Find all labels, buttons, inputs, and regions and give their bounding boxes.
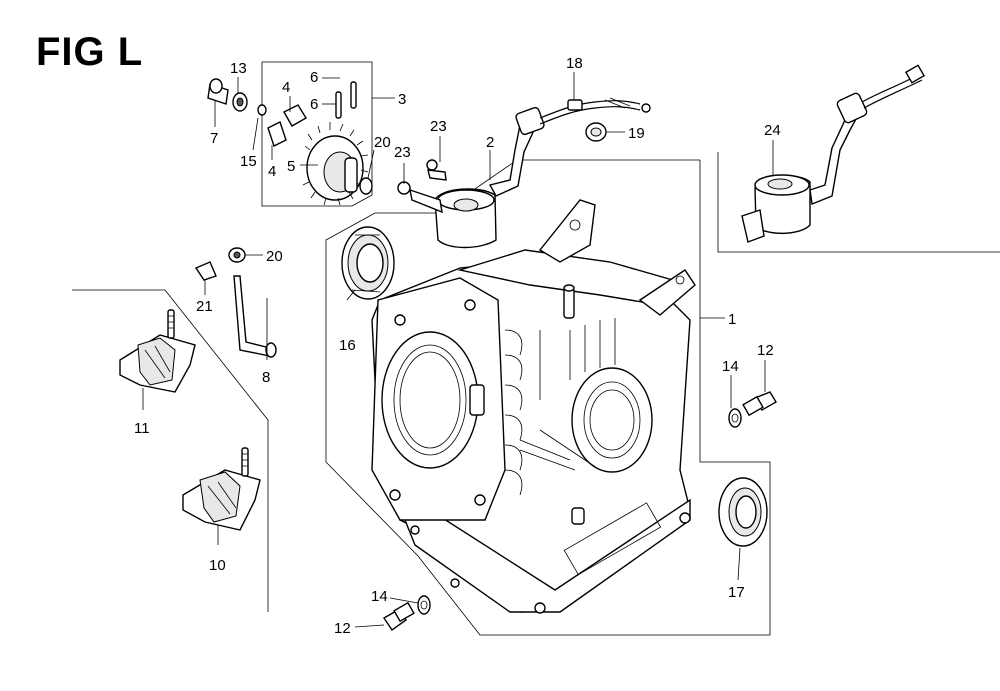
oil-line xyxy=(539,97,651,125)
callout-20-lower: 20 xyxy=(266,248,283,265)
callout-14-bottom: 14 xyxy=(371,588,388,605)
callout-12-right: 12 xyxy=(757,342,774,359)
engine-mount-10 xyxy=(182,447,261,531)
leader-lines xyxy=(142,72,774,628)
bolt-bottom xyxy=(383,595,431,631)
callout-labels: 1 2 3 4 4 5 6 6 7 8 10 11 12 12 13 14 14… xyxy=(134,55,781,637)
callout-10: 10 xyxy=(209,557,226,574)
bolt-right xyxy=(728,391,777,428)
callout-17: 17 xyxy=(728,584,745,601)
callout-4-upper: 4 xyxy=(282,79,290,96)
callout-1: 1 xyxy=(728,311,736,328)
figure-title: FIG L xyxy=(36,30,144,74)
callout-2: 2 xyxy=(486,134,494,151)
crankcase xyxy=(371,199,696,614)
callout-11: 11 xyxy=(134,420,150,437)
pump-small-parts xyxy=(207,78,357,147)
callout-24: 24 xyxy=(764,122,781,139)
callout-4-lower: 4 xyxy=(268,163,276,180)
callout-16: 16 xyxy=(339,337,356,354)
engine-mount-11 xyxy=(119,309,196,393)
oil-alert-unit xyxy=(741,64,926,243)
callout-14-right: 14 xyxy=(722,358,739,375)
callout-19: 19 xyxy=(628,125,645,142)
callout-23-upper: 23 xyxy=(430,118,447,135)
callout-15: 15 xyxy=(240,153,257,170)
breather-tube xyxy=(194,247,277,358)
engine-mount-frame xyxy=(72,289,269,612)
callout-6-upper: 6 xyxy=(310,69,318,86)
callout-3: 3 xyxy=(398,91,406,108)
bearing xyxy=(341,226,395,300)
callout-7: 7 xyxy=(210,130,218,147)
callout-20-upper: 20 xyxy=(374,134,391,151)
oil-alert-frame xyxy=(717,152,1000,253)
callout-18: 18 xyxy=(566,55,583,72)
callout-8: 8 xyxy=(262,369,270,386)
callout-21: 21 xyxy=(196,298,213,315)
callout-12-bottom: 12 xyxy=(334,620,351,637)
callout-6-lower: 6 xyxy=(310,96,318,113)
grommet xyxy=(585,122,607,142)
callout-23-lower: 23 xyxy=(394,144,411,161)
oil-pump-group-frame xyxy=(261,61,373,207)
callout-5: 5 xyxy=(287,158,295,175)
oil-pump-gear xyxy=(302,122,373,206)
oil-pump-body xyxy=(397,106,545,249)
callout-13: 13 xyxy=(230,60,247,77)
oil-seal xyxy=(718,477,768,547)
